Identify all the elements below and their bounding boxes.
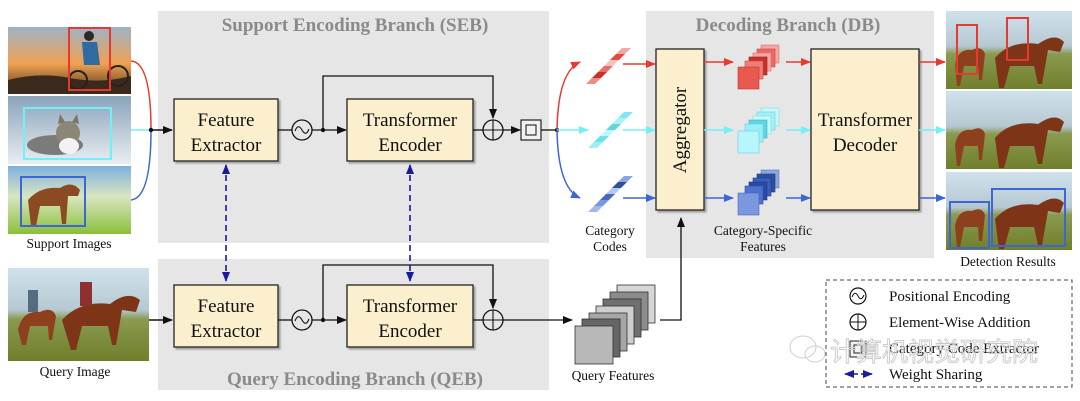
detection-result-red [946, 11, 1072, 89]
category-codes-caption-l2: Codes [593, 239, 627, 254]
support-image-horse [8, 166, 131, 234]
category-code-blue [588, 176, 633, 212]
seb-transformer-encoder [346, 98, 474, 162]
qeb-feature-extractor-l1: Feature [198, 296, 255, 317]
detection-result-blue [946, 172, 1072, 250]
legend-positional-encoding-icon [849, 287, 867, 305]
support-link-blue [130, 129, 152, 201]
qeb-transformer-encoder [346, 284, 474, 348]
support-images-caption: Support Images [26, 236, 111, 251]
query-features-caption: Query Features [572, 368, 655, 383]
support-image-bicycle [8, 27, 131, 94]
transformer-decoder-l2: Decoder [833, 135, 898, 156]
qeb-feature-extractor-l2: Extractor [191, 321, 262, 342]
category-code-red [586, 48, 631, 84]
aggregator-label: Aggregator [670, 86, 691, 173]
transformer-decoder-block [810, 48, 920, 211]
legend-label-element-wise-addition: Element-Wise Addition [889, 315, 1031, 331]
seb-feature-extractor-l1: Feature [198, 110, 255, 131]
legend-category-code-extractor-icon [849, 340, 867, 358]
qeb-title: Query Encoding Branch (QEB) [227, 369, 483, 390]
category-code-extractor-icon [520, 119, 542, 141]
support-link-red [130, 60, 152, 131]
legend-label-weight-sharing: Weight Sharing [889, 367, 983, 383]
legend-label-category-code-extractor: Category Code Extractor [889, 341, 1039, 357]
qeb-addition-icon [482, 309, 504, 331]
category-feature-stack-blue [737, 169, 780, 216]
query-image [8, 268, 149, 361]
seb-title: Support Encoding Branch (SEB) [222, 15, 489, 36]
category-code-cyan [588, 112, 633, 148]
transformer-decoder-l1: Transformer [818, 110, 913, 131]
seb-transformer-encoder-l1: Transformer [363, 110, 458, 131]
aggregator-block [655, 48, 705, 211]
category-specific-caption-l2: Features [740, 239, 786, 254]
support-box-blue [20, 176, 86, 227]
support-box-cyan [23, 107, 112, 160]
db-title: Decoding Branch (DB) [696, 15, 881, 36]
category-feature-stack-red [737, 44, 780, 90]
category-codes-caption-l1: Category [585, 223, 635, 238]
seb-feature-extractor-l2: Extractor [191, 135, 262, 156]
query-image-caption: Query Image [40, 364, 111, 379]
qeb-feature-extractor [173, 284, 279, 348]
watermark-text: 计算机视觉研究院 [830, 338, 1038, 368]
detection-results-caption: Detection Results [960, 254, 1056, 269]
seb-addition-icon [482, 119, 504, 141]
watermark: 计算机视觉研究院 [789, 335, 1038, 368]
legend-label-positional-encoding: Positional Encoding [889, 289, 1011, 305]
seb-feature-extractor [173, 98, 279, 162]
category-feature-stack-cyan [737, 107, 780, 154]
category-specific-caption-l1: Category-Specific [714, 223, 812, 238]
support-box-red [68, 27, 111, 91]
legend-box [825, 279, 1073, 388]
qeb-transformer-encoder-l2: Encoder [378, 321, 442, 342]
query-features-stack [574, 284, 656, 365]
seb-transformer-encoder-l2: Encoder [378, 135, 442, 156]
code-link-red [556, 61, 581, 131]
code-link-blue [556, 129, 581, 199]
support-image-cat [8, 96, 131, 164]
qeb-transformer-encoder-l1: Transformer [363, 296, 458, 317]
legend-element-wise-addition-icon [849, 313, 867, 331]
detection-result-cyan [946, 91, 1072, 169]
